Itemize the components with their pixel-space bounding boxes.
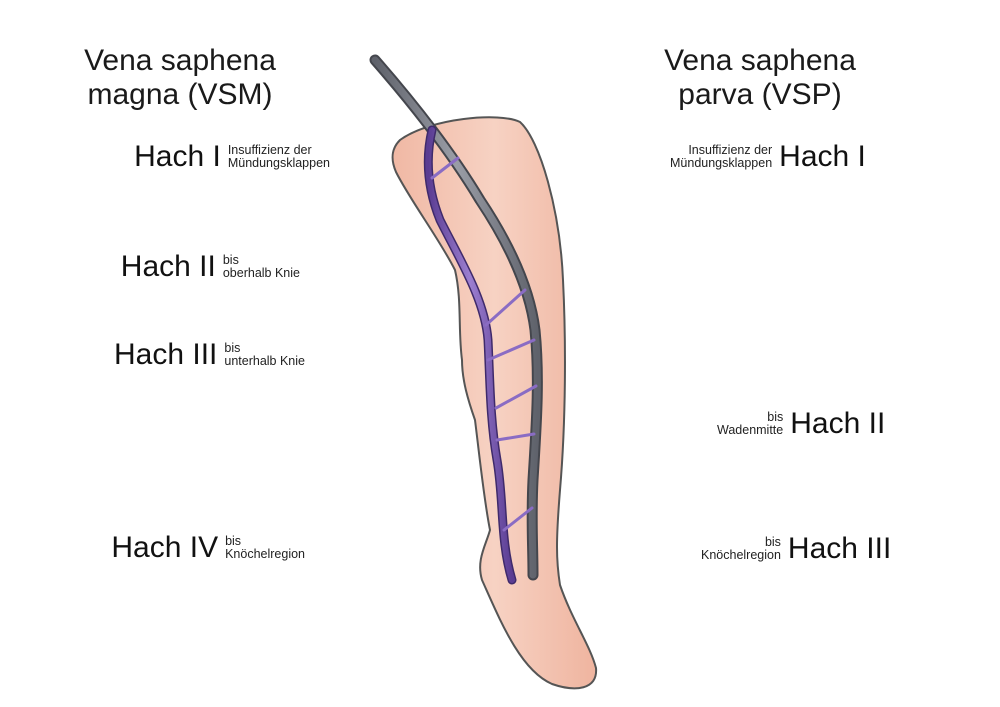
vsp-stage-2: bis Wadenmitte Hach II [717,407,957,441]
vsp-stage-note-line1: bis [767,410,784,424]
vsm-stage-title: Hach IV [111,531,219,564]
perforator-vein [495,432,536,442]
vsm-stage-note-line1: Insuffizienz der [227,143,312,157]
perforator-vein [502,506,534,532]
vsp-stage-3: bis Knöchelregion Hach III [701,532,961,566]
perforator-vein [430,156,460,180]
vsm-stage-title: Hach II [120,250,216,283]
vsm-stage-4: Hach IV bis Knöchelregion [60,531,305,565]
vsp-stage-title: Hach II [790,407,886,440]
vsm-stage-note-line2: Knöchelregion [225,547,305,561]
vsm-stage-3: Hach III bis unterhalb Knie [60,338,305,372]
vsp-stage-title: Hach I [779,140,866,173]
vsm-stage-note-line1: bis [222,253,239,267]
vsm-heading-line2: magna (VSM) [87,78,273,111]
vsm-stage-title: Hach I [134,140,221,173]
vsm-heading: Vena saphena magna (VSM) [60,44,300,112]
vsm-stage-note-line1: bis [225,534,242,548]
vsp-heading: Vena saphena parva (VSP) [640,44,880,112]
vsm-stage-title: Hach III [114,338,218,371]
vsm-stage-2: Hach II bis oberhalb Knie [80,250,300,284]
vsp-vein-highlight [371,56,541,579]
vsp-stage-note-line2: Wadenmitte [717,423,784,437]
vsm-stage-note: bis unterhalb Knie [224,342,305,368]
vsp-heading-line2: parva (VSP) [678,78,842,111]
vsp-stage-note-line2: Mündungsklappen [670,156,773,170]
vsp-stage-note-line1: bis [764,535,781,549]
vsp-heading-line1: Vena saphena [664,44,856,77]
vsm-stage-note: Insuffizienz der Mündungsklappen [228,144,330,170]
vsm-vein-highlight [425,127,515,583]
perforator-veins [430,156,538,532]
perforator-vein [486,338,536,362]
vsm-stage-note: bis Knöchelregion [225,535,305,561]
vsm-stage-note-line2: oberhalb Knie [222,266,300,280]
perforator-vein [484,288,527,327]
vsm-stage-note-line2: Mündungsklappen [227,156,330,170]
vsm-stage-note-line2: unterhalb Knie [224,354,305,368]
vsm-heading-line1: Vena saphena [84,44,276,77]
vsp-stage-note: bis Knöchelregion [701,536,781,562]
vsm-stage-note-line1: bis [224,341,241,355]
vsp-stage-note-line1: Insuffizienz der [688,143,773,157]
vsp-stage-note-line2: Knöchelregion [701,548,781,562]
vsm-stage-note: bis oberhalb Knie [223,254,300,280]
vsp-stage-note: Insuffizienz der Mündungsklappen [670,144,772,170]
vsp-stage-1: Insuffizienz der Mündungsklappen Hach I [670,140,930,174]
perforator-vein [494,384,538,410]
vsm-stage-1: Hach I Insuffizienz der Mündungsklappen [80,140,330,174]
vsp-stage-title: Hach III [787,532,892,565]
vsp-stage-note: bis Wadenmitte [717,411,783,437]
